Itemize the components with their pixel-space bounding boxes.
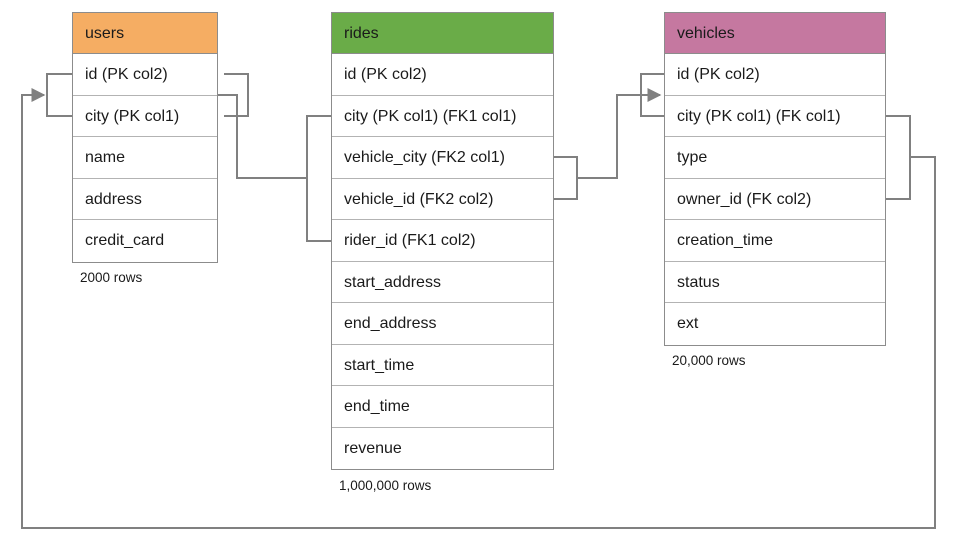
table-users-field-credit-card[interactable]: credit_card: [85, 232, 165, 249]
table-vehicles-field-owner-id[interactable]: owner_id (FK col2): [665, 179, 885, 220]
table-users-field-name[interactable]: name: [73, 137, 217, 179]
table-rides-field-start-time[interactable]: start_time: [332, 345, 553, 386]
table-rides[interactable]: rides id (PK col2) city (PK col1) (FK1 c…: [331, 12, 554, 470]
table-rides-field-end-address[interactable]: end_address: [332, 303, 553, 345]
table-vehicles-field-ext[interactable]: ext: [677, 315, 699, 332]
table-vehicles-field-status[interactable]: status: [665, 262, 885, 303]
table-users-row-count: 2000 rows: [80, 270, 143, 285]
table-rides-field-start-address[interactable]: start_address: [332, 262, 553, 303]
table-rides-field-vehicle-id[interactable]: vehicle_id (FK2 col2): [332, 179, 553, 220]
table-rides-field-vehicle-city[interactable]: vehicle_city (FK2 col1): [332, 137, 553, 179]
table-vehicles-field-id[interactable]: id (PK col2): [665, 54, 885, 96]
table-vehicles[interactable]: vehicles id (PK col2) city (PK col1) (FK…: [664, 12, 886, 346]
table-rides-field-end-time[interactable]: end_time: [332, 386, 553, 428]
table-vehicles-field-creation-time[interactable]: creation_time: [665, 220, 885, 262]
table-rides-field-id[interactable]: id (PK col2): [332, 54, 553, 96]
table-users-field-city[interactable]: city (PK col1): [73, 96, 217, 137]
table-rides-field-rider-id[interactable]: rider_id (FK1 col2): [332, 220, 553, 262]
table-users-header: users: [73, 13, 217, 54]
connector-rides-fk2-vehicles: [553, 73, 664, 200]
table-vehicles-field-city[interactable]: city (PK col1) (FK col1): [665, 96, 885, 137]
table-rides-header: rides: [332, 13, 553, 54]
table-rides-row-count: 1,000,000 rows: [339, 478, 432, 493]
table-users-field-id[interactable]: id (PK col2): [73, 54, 217, 96]
table-users-field-address[interactable]: address: [73, 179, 217, 220]
table-users[interactable]: users id (PK col2) city (PK col1) name a…: [72, 12, 218, 263]
table-vehicles-header: vehicles: [665, 13, 885, 54]
table-rides-field-revenue[interactable]: revenue: [344, 439, 402, 457]
table-vehicles-row-count: 20,000 rows: [672, 353, 746, 368]
table-rides-field-city[interactable]: city (PK col1) (FK1 col1): [332, 96, 553, 137]
table-vehicles-field-type[interactable]: type: [665, 137, 885, 179]
